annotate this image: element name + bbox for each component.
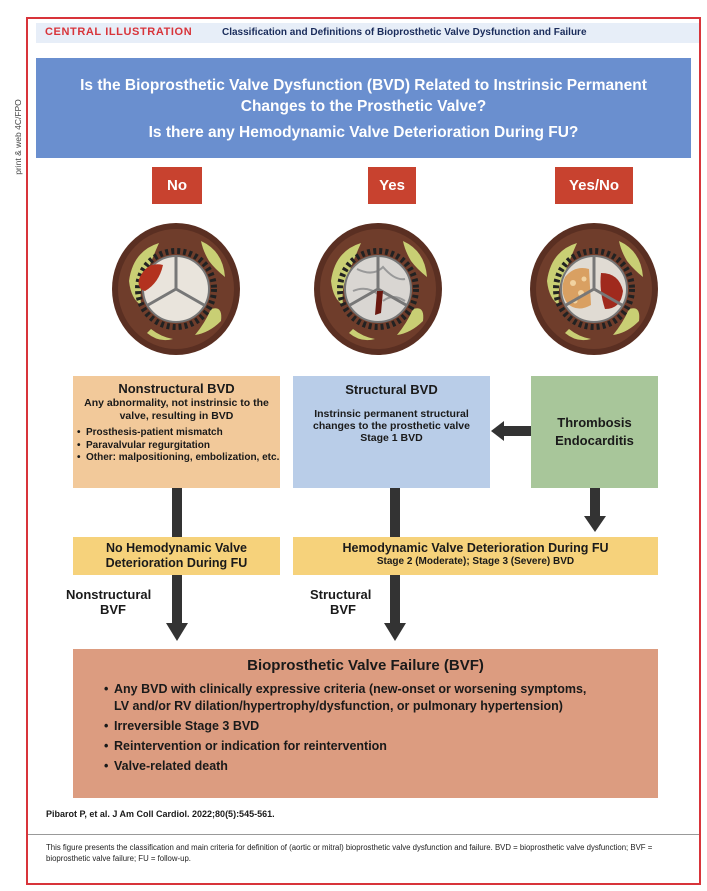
- valve-nonstructural-illustration: [112, 223, 240, 355]
- arrow-left-icon: [491, 421, 531, 441]
- list-item: Other: malpositioning, embolization, etc…: [77, 452, 280, 465]
- figure-frame: [26, 17, 701, 885]
- list-item-continuation: LV and/or RV dilation/hypertrophy/dysfun…: [114, 699, 563, 713]
- structural-title: Structural BVD: [345, 382, 438, 397]
- deterioration-subtitle: Stage 2 (Moderate); Stage 3 (Severe) BVD: [376, 556, 575, 567]
- question-line-3: Is there any Hemodynamic Valve Deteriora…: [148, 124, 579, 141]
- header-title: Classification and Definitions of Biopro…: [222, 27, 587, 38]
- nonstructural-bvd-box: Nonstructural BVD Any abnormality, not i…: [73, 376, 280, 488]
- answer-no: No: [152, 167, 202, 204]
- thrombosis-endocarditis-box: Thrombosis Endocarditis: [531, 376, 658, 488]
- answer-yes-no: Yes/No: [555, 167, 633, 204]
- nonstructural-bvf-label-line-2: BVF: [100, 602, 126, 617]
- valve-structural-illustration: [314, 223, 442, 355]
- nonstructural-desc: Any abnormality, not instrinsic to the v…: [84, 397, 269, 422]
- question-line-1: Is the Bioprosthetic Valve Dysfunction (…: [80, 77, 647, 94]
- no-deterioration-line-2: Deterioration During FU: [105, 556, 248, 570]
- structural-bvf-label-line-2: BVF: [330, 602, 356, 617]
- connector-line: [390, 488, 400, 537]
- citation: Pibarot P, et al. J Am Coll Cardiol. 202…: [46, 809, 275, 819]
- bvf-box: Bioprosthetic Valve Failure (BVF) Any BV…: [73, 649, 658, 798]
- header-label: CENTRAL ILLUSTRATION: [45, 26, 193, 38]
- question-line-2: Changes to the Prosthetic Valve?: [240, 98, 487, 115]
- list-item: Reintervention or indication for reinter…: [104, 738, 658, 755]
- nonstructural-bvf-label: Nonstructural BVF: [66, 587, 151, 617]
- answer-yes: Yes: [368, 167, 416, 204]
- divider: [28, 834, 699, 835]
- header-bar: [36, 23, 699, 43]
- side-label: print & web 4C/FPO: [13, 99, 23, 175]
- nonstructural-title: Nonstructural BVD: [118, 381, 235, 396]
- no-deterioration-line-1: No Hemodynamic Valve: [105, 541, 248, 555]
- bvf-title: Bioprosthetic Valve Failure (BVF): [247, 657, 484, 674]
- structural-bvd-box: Structural BVD Instrinsic permanent stru…: [293, 376, 490, 488]
- list-item: Paravalvular regurgitation: [77, 440, 280, 453]
- structural-bvf-label: Structural BVF: [310, 587, 371, 617]
- thrombosis-label: Thrombosis: [557, 415, 632, 430]
- valve-thrombosis-illustration: [530, 223, 658, 355]
- structural-desc: Instrinsic permanent structural changes …: [313, 408, 470, 444]
- list-item: Prosthesis-patient mismatch: [77, 427, 280, 440]
- structural-bvf-label-line-1: Structural: [310, 587, 372, 602]
- nonstructural-bvf-label-line-1: Nonstructural: [66, 587, 152, 602]
- list-item: Irreversible Stage 3 BVD: [104, 718, 658, 735]
- deterioration-title: Hemodynamic Valve Deterioration During F…: [342, 541, 609, 555]
- list-item: Valve-related death: [104, 758, 658, 775]
- nonstructural-list: Prosthesis-patient mismatch Paravalvular…: [73, 427, 280, 465]
- figure-caption: This figure presents the classification …: [46, 843, 653, 863]
- endocarditis-label: Endocarditis: [555, 433, 634, 448]
- deterioration-box: Hemodynamic Valve Deterioration During F…: [293, 537, 658, 575]
- bvf-criteria-list: Any BVD with clinically expressive crite…: [73, 681, 658, 775]
- connector-line: [172, 488, 182, 537]
- question-box: Is the Bioprosthetic Valve Dysfunction (…: [36, 58, 691, 158]
- list-item: Any BVD with clinically expressive crite…: [104, 681, 658, 698]
- arrow-down-icon: [166, 575, 188, 641]
- arrow-down-icon: [584, 488, 606, 532]
- no-deterioration-box: No Hemodynamic Valve Deterioration Durin…: [73, 537, 280, 575]
- arrow-down-icon: [384, 575, 406, 641]
